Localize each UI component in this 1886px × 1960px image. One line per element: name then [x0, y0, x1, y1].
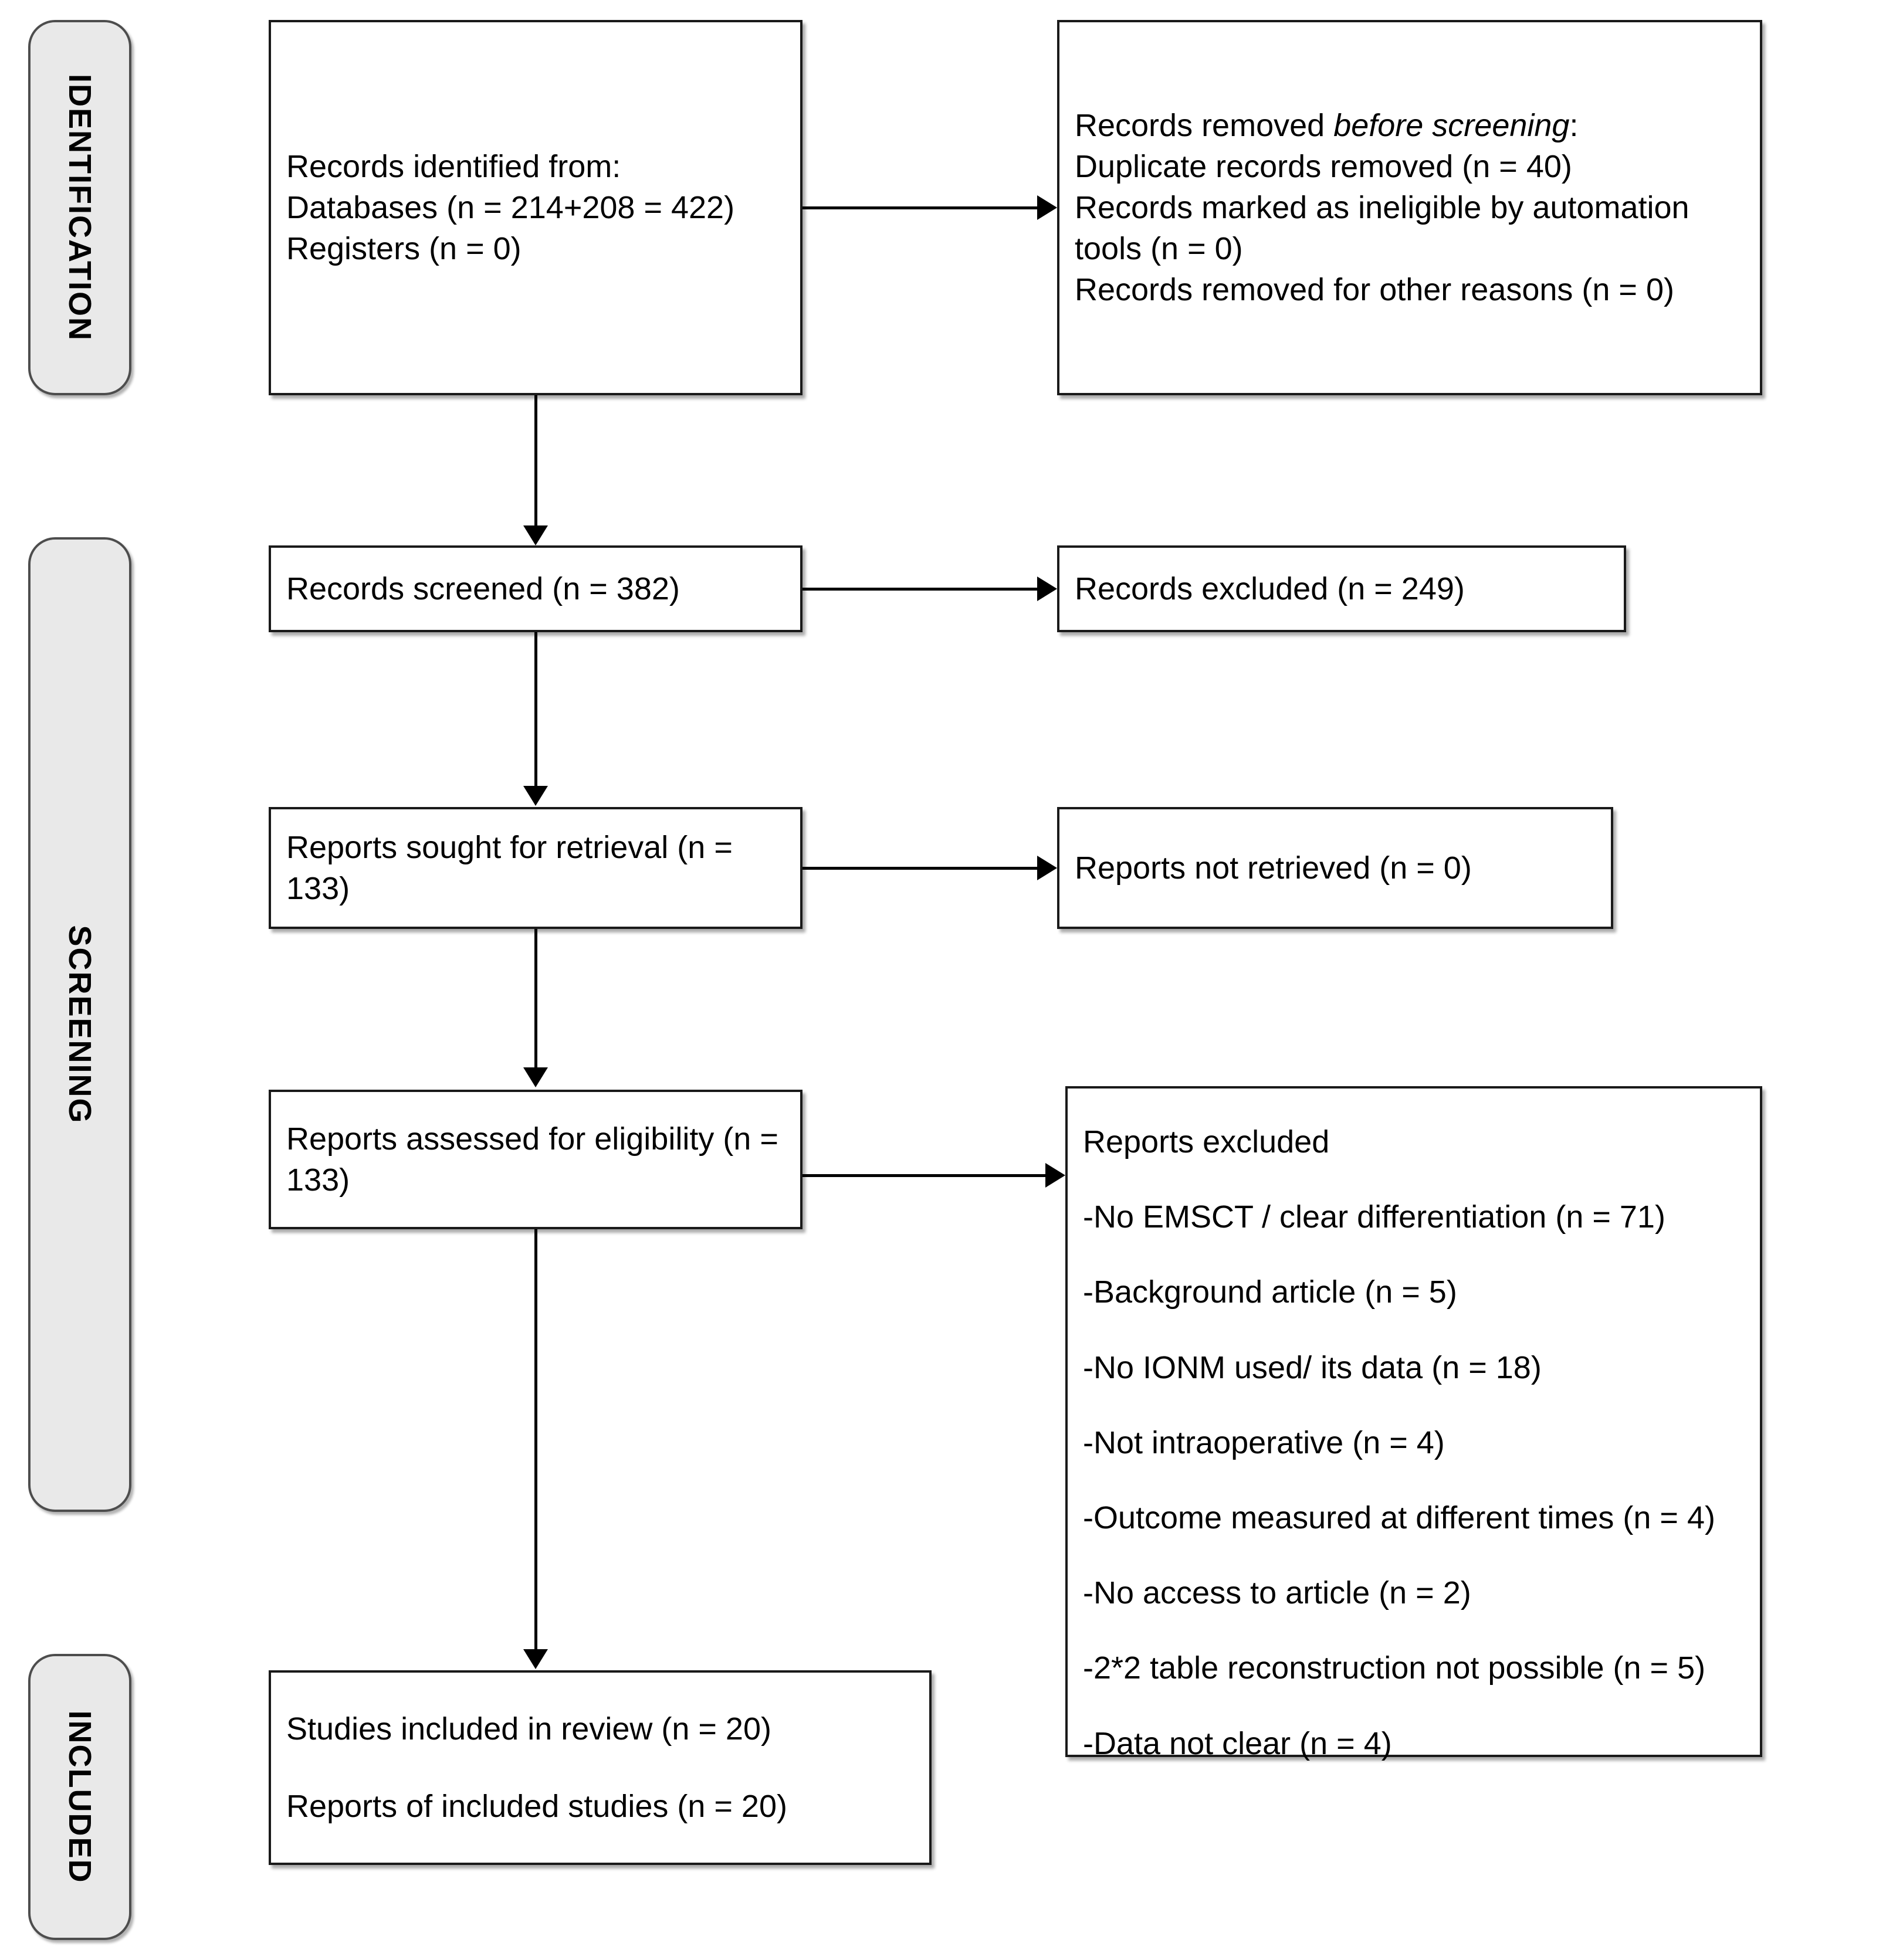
box-records-screened: Records screened (n = 382) [269, 545, 803, 632]
box-reports-assessed: Reports assessed for eligibility (n = 13… [269, 1090, 803, 1229]
connector-assessed-to-included [534, 1229, 537, 1649]
reports-excluded-reason-6: -No access to article (n = 2) [1083, 1575, 1471, 1611]
arrowhead-assessed-to-included [523, 1649, 548, 1669]
box-reports-excluded: Reports excluded -No EMSCT / clear diffe… [1065, 1086, 1762, 1761]
stage-label-included: INCLUDED [62, 1710, 97, 1884]
records-removed-heading-italic: before screening [1333, 107, 1570, 143]
arrowhead-sought-to-not-retrieved [1037, 856, 1057, 880]
records-identified-line-1: Records identified from: [286, 148, 621, 184]
arrowhead-sought-to-assessed [523, 1067, 548, 1087]
reports-excluded-heading: Reports excluded [1083, 1124, 1330, 1159]
records-removed-heading-plain: Records removed [1075, 107, 1334, 143]
arrowhead-screened-to-sought [523, 786, 548, 806]
records-screened-line-1: Records screened (n = 382) [286, 571, 680, 606]
studies-included-line-2: Reports of included studies (n = 20) [286, 1789, 787, 1824]
connector-screened-to-sought [534, 632, 537, 786]
connector-identified-to-screened [534, 395, 537, 525]
connector-sought-to-assessed [534, 929, 537, 1067]
stage-pill-screening: SCREENING [28, 537, 131, 1512]
box-reports-sought: Reports sought for retrieval (n = 133) [269, 807, 803, 929]
connector-assessed-to-excluded [803, 1174, 1045, 1177]
connector-screened-to-excluded [803, 588, 1037, 591]
records-removed-line-1: Duplicate records removed (n = 40) [1075, 148, 1572, 184]
reports-excluded-reason-8: -Data not clear (n = 4) [1083, 1725, 1392, 1761]
records-removed-line-2: Records marked as ineligible by automati… [1075, 189, 1698, 267]
box-records-excluded: Records excluded (n = 249) [1057, 545, 1626, 632]
connector-sought-to-not-retrieved [803, 867, 1037, 870]
stage-label-identification: IDENTIFICATION [62, 74, 97, 341]
stage-label-screening: SCREENING [62, 925, 97, 1124]
arrowhead-identified-to-removed [1037, 195, 1057, 220]
arrowhead-screened-to-excluded [1037, 577, 1057, 601]
reports-excluded-reason-4: -Not intraoperative (n = 4) [1083, 1425, 1445, 1460]
reports-sought-line-1: Reports sought for retrieval (n = 133) [286, 829, 741, 906]
box-reports-not-retrieved: Reports not retrieved (n = 0) [1057, 807, 1613, 929]
arrowhead-assessed-to-excluded [1045, 1163, 1065, 1188]
records-excluded-line-1: Records excluded (n = 249) [1075, 571, 1465, 606]
records-removed-heading-colon: : [1569, 107, 1579, 143]
reports-not-retrieved-line-1: Reports not retrieved (n = 0) [1075, 850, 1472, 886]
records-identified-line-3: Registers (n = 0) [286, 231, 522, 267]
reports-excluded-reason-1: -No EMSCT / clear differentiation (n = 7… [1083, 1199, 1665, 1235]
stage-pill-included: INCLUDED [28, 1654, 131, 1940]
stage-pill-identification: IDENTIFICATION [28, 20, 131, 395]
arrowhead-identified-to-screened [523, 525, 548, 545]
box-records-identified: Records identified from: Databases (n = … [269, 20, 803, 395]
reports-assessed-line-1: Reports assessed for eligibility (n = 13… [286, 1121, 787, 1198]
reports-excluded-reason-7: -2*2 table reconstruction not possible (… [1083, 1650, 1706, 1686]
reports-excluded-reason-2: -Background article (n = 5) [1083, 1274, 1457, 1310]
reports-excluded-reason-3: -No IONM used/ its data (n = 18) [1083, 1349, 1542, 1385]
studies-included-line-1: Studies included in review (n = 20) [286, 1711, 771, 1747]
records-removed-line-3: Records removed for other reasons (n = 0… [1075, 272, 1674, 308]
records-removed-heading: Records removed before screening: [1075, 105, 1745, 146]
box-records-removed: Records removed before screening: Duplic… [1057, 20, 1762, 395]
box-studies-included: Studies included in review (n = 20) Repo… [269, 1670, 932, 1865]
records-identified-line-2: Databases (n = 214+208 = 422) [286, 189, 735, 225]
reports-excluded-reason-5: -Outcome measured at different times (n … [1083, 1500, 1715, 1535]
connector-identified-to-removed [803, 206, 1037, 209]
